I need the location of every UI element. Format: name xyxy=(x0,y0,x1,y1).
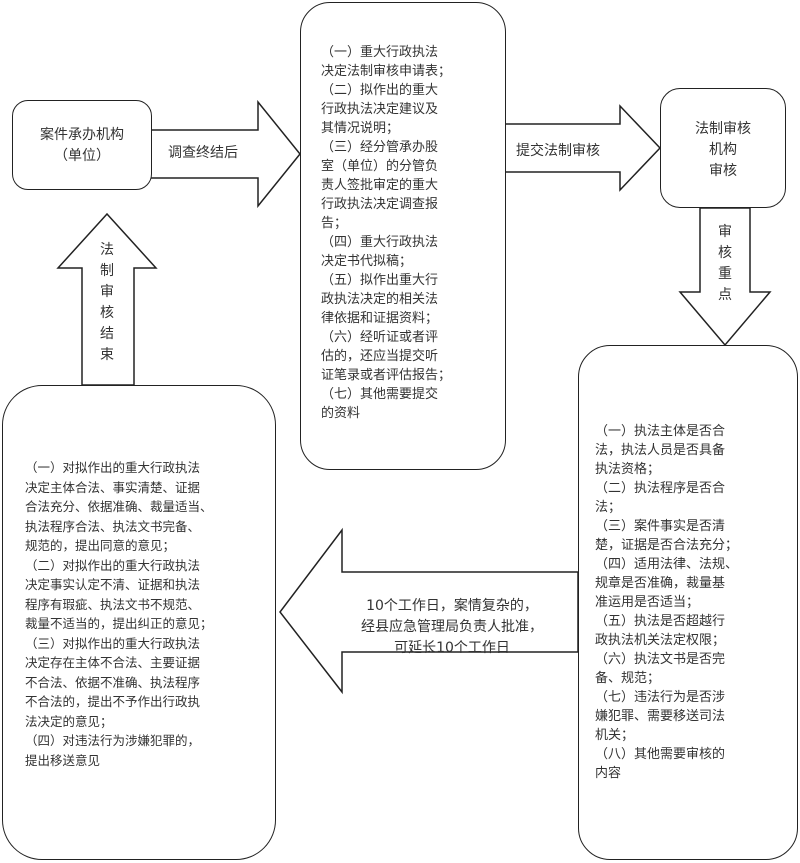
opinion-line: 决定存在主体不合法、主要证据 xyxy=(25,655,201,670)
opinion-line: 程序有瑕疵、执法文书不规范、 xyxy=(25,596,201,612)
review-point-line: （八）其他需要审核的 xyxy=(595,747,726,762)
review-point-line: （三）案件事实是否清 xyxy=(595,519,726,534)
review-org-box: 法制审核 机构 审核 xyxy=(660,88,786,208)
unit-box-line: 案件承办机构 xyxy=(40,127,124,143)
arrow-deadline xyxy=(279,527,579,695)
materials-line: 政执法决定的相关法 xyxy=(321,292,439,307)
arrow-end-label: 法制审核结束 xyxy=(100,242,114,363)
materials-line: （五）拟作出重大行 xyxy=(321,273,439,288)
materials-line: 的资料 xyxy=(321,406,361,421)
opinion-line: 不合法、依据不准确、执法程序 xyxy=(25,674,201,690)
opinion-line: （三）对拟作出的重大行政执法 xyxy=(25,635,201,651)
opinion-line: 合法充分、依据准确、裁量适当、 xyxy=(25,499,213,514)
opinion-line: （四）对违法行为涉嫌犯罪的， xyxy=(25,733,201,748)
deadline-line: 经县应急管理局负责人批准， xyxy=(361,619,543,635)
arrow-submit-label: 提交法制审核 xyxy=(516,143,600,159)
materials-line: （三）经分管承办股 xyxy=(321,140,439,155)
opinion-line: 提出移送意见 xyxy=(25,752,101,768)
materials-line: 估的，还应当提交听 xyxy=(321,349,439,364)
opinion-line: 决定主体合法、事实清楚、证据 xyxy=(25,479,201,495)
opinion-line: 不合法的，提出不予作出行政执 xyxy=(25,694,201,709)
review-point-line: 执法资格； xyxy=(595,462,661,477)
review-point-line: 政执法机关法定权限； xyxy=(595,633,726,648)
materials-line: （七）其他需要提交 xyxy=(321,387,439,402)
materials-line: 律依据和证据资料； xyxy=(321,311,439,326)
review-point-line: （一）执法主体是否合 xyxy=(595,424,726,439)
review-point-line: 机关； xyxy=(595,728,635,743)
opinions-box: （一）对拟作出的重大行政执法决定主体合法、事实清楚、证据合法充分、依据准确、裁量… xyxy=(2,385,276,860)
review-point-line: （七）违法行为是否涉 xyxy=(595,690,726,705)
materials-line: （一）重大行政执法 xyxy=(321,45,439,60)
deadline-line: 10个工作日，案情复杂的， xyxy=(366,598,538,614)
arrow-investigation-label: 调查终结后 xyxy=(168,145,238,161)
review-org-line: 法制审核 xyxy=(695,121,751,137)
opinion-line: （二）对拟作出的重大行政执法 xyxy=(25,557,201,573)
materials-line: 行政执法决定调查报 xyxy=(321,197,439,212)
review-org-line: 审核 xyxy=(709,163,737,179)
review-point-line: 法，执法人员是否具备 xyxy=(595,443,726,458)
review-points-box: （一）执法主体是否合法，执法人员是否具备执法资格； （二）执法程序是否合法； （三）… xyxy=(578,345,798,860)
opinion-line: 规范的，提出同意的意见； xyxy=(25,538,176,553)
materials-line: 告； xyxy=(321,216,348,231)
review-point-line: 法； xyxy=(595,500,622,515)
arrow-deadline-label: 10个工作日，案情复杂的， 经县应急管理局负责人批准， 可延长10个工作日 xyxy=(342,596,562,659)
review-point-line: 嫌犯罪、需要移送司法 xyxy=(595,709,726,724)
review-point-line: （六）执法文书是否完 xyxy=(595,652,726,667)
unit-box-line: （单位） xyxy=(54,148,110,164)
review-point-line: （二）执法程序是否合 xyxy=(595,481,726,496)
opinion-line: 执法程序合法、执法文书完备、 xyxy=(25,518,201,534)
review-org-line: 机构 xyxy=(709,142,737,158)
arrow-submit xyxy=(504,104,662,192)
deadline-line: 可延长10个工作日 xyxy=(394,640,510,656)
opinion-line: 决定事实认定不清、证据和执法 xyxy=(25,577,201,592)
materials-line: 决定法制审核申请表； xyxy=(321,64,452,79)
arrow-review-points-label: 审核重点 xyxy=(718,224,732,303)
arrow-investigation xyxy=(149,99,301,209)
materials-line: 证笔录或者评估报告； xyxy=(321,368,452,383)
review-point-line: （四）适用法律、法规、 xyxy=(595,557,739,572)
materials-line: （六）经听证或者评 xyxy=(321,330,439,345)
opinion-line: 法决定的意见； xyxy=(25,713,113,729)
opinion-line: （一）对拟作出的重大行政执法 xyxy=(25,460,201,475)
review-point-line: 规章是否准确，裁量基 xyxy=(595,576,726,591)
review-point-line: 内容 xyxy=(595,766,622,781)
materials-line: 责人签批审定的重大 xyxy=(321,178,439,193)
review-point-line: 准运用是否适当； xyxy=(595,595,700,610)
materials-line: 行政执法决定建议及 xyxy=(321,102,439,117)
opinion-line: 裁量不适当的，提出纠正的意见； xyxy=(25,616,213,631)
review-point-line: （五）执法是否超越行 xyxy=(595,614,726,629)
materials-line: 室（单位）的分管负 xyxy=(321,159,439,174)
materials-line: （二）拟作出的重大 xyxy=(321,83,439,98)
materials-line: 其情况说明； xyxy=(321,121,400,136)
unit-box: 案件承办机构 （单位） xyxy=(12,100,152,190)
materials-line: 决定书代拟稿； xyxy=(321,254,413,269)
review-point-line: 备、规范； xyxy=(595,671,661,686)
review-point-line: 楚，证据是否合法充分； xyxy=(595,538,739,553)
materials-line: （四）重大行政执法 xyxy=(321,235,439,250)
arrow-review-points xyxy=(678,207,772,347)
arrow-end xyxy=(56,212,158,386)
materials-box: （一）重大行政执法决定法制审核申请表； （二）拟作出的重大行政执法决定建议及其情况… xyxy=(300,2,506,470)
